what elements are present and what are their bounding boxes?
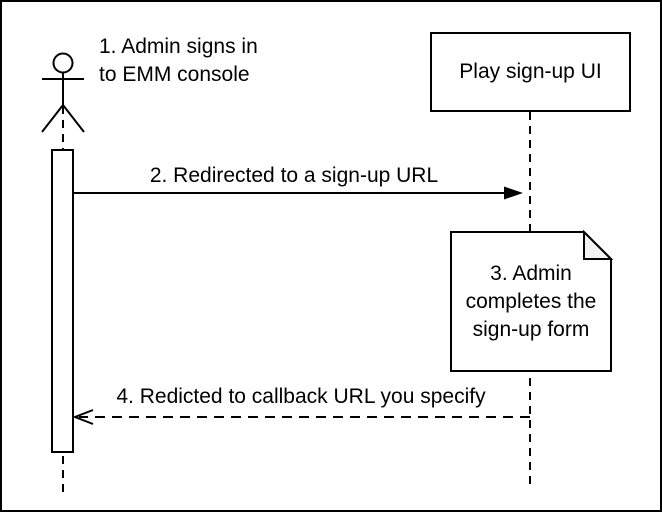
- actor-label: 1. Admin signs in to EMM console: [99, 35, 258, 86]
- message-label-redirect: 2. Redirected to a sign-up URL: [149, 164, 439, 187]
- note-label: 3. Admin completes the sign-up form: [465, 261, 597, 341]
- actor-figure-icon: [41, 52, 85, 133]
- note-shape: [450, 229, 614, 372]
- message-arrow-redirect: [73, 186, 523, 200]
- message-label-callback: 4. Redicted to callback URL you specify: [116, 385, 486, 408]
- participant-box: [430, 32, 631, 112]
- actor-legs: [41, 103, 85, 133]
- message-redirect-arrowhead: [504, 186, 523, 200]
- note-fold-corner: [583, 229, 614, 260]
- participant-label: Play sign-up UI: [459, 60, 602, 83]
- actor-head: [52, 52, 74, 74]
- activation-bar: [51, 149, 74, 453]
- message-callback-arrowhead: [72, 409, 94, 425]
- message-arrow-callback: [72, 409, 530, 425]
- note-outline: [450, 231, 612, 372]
